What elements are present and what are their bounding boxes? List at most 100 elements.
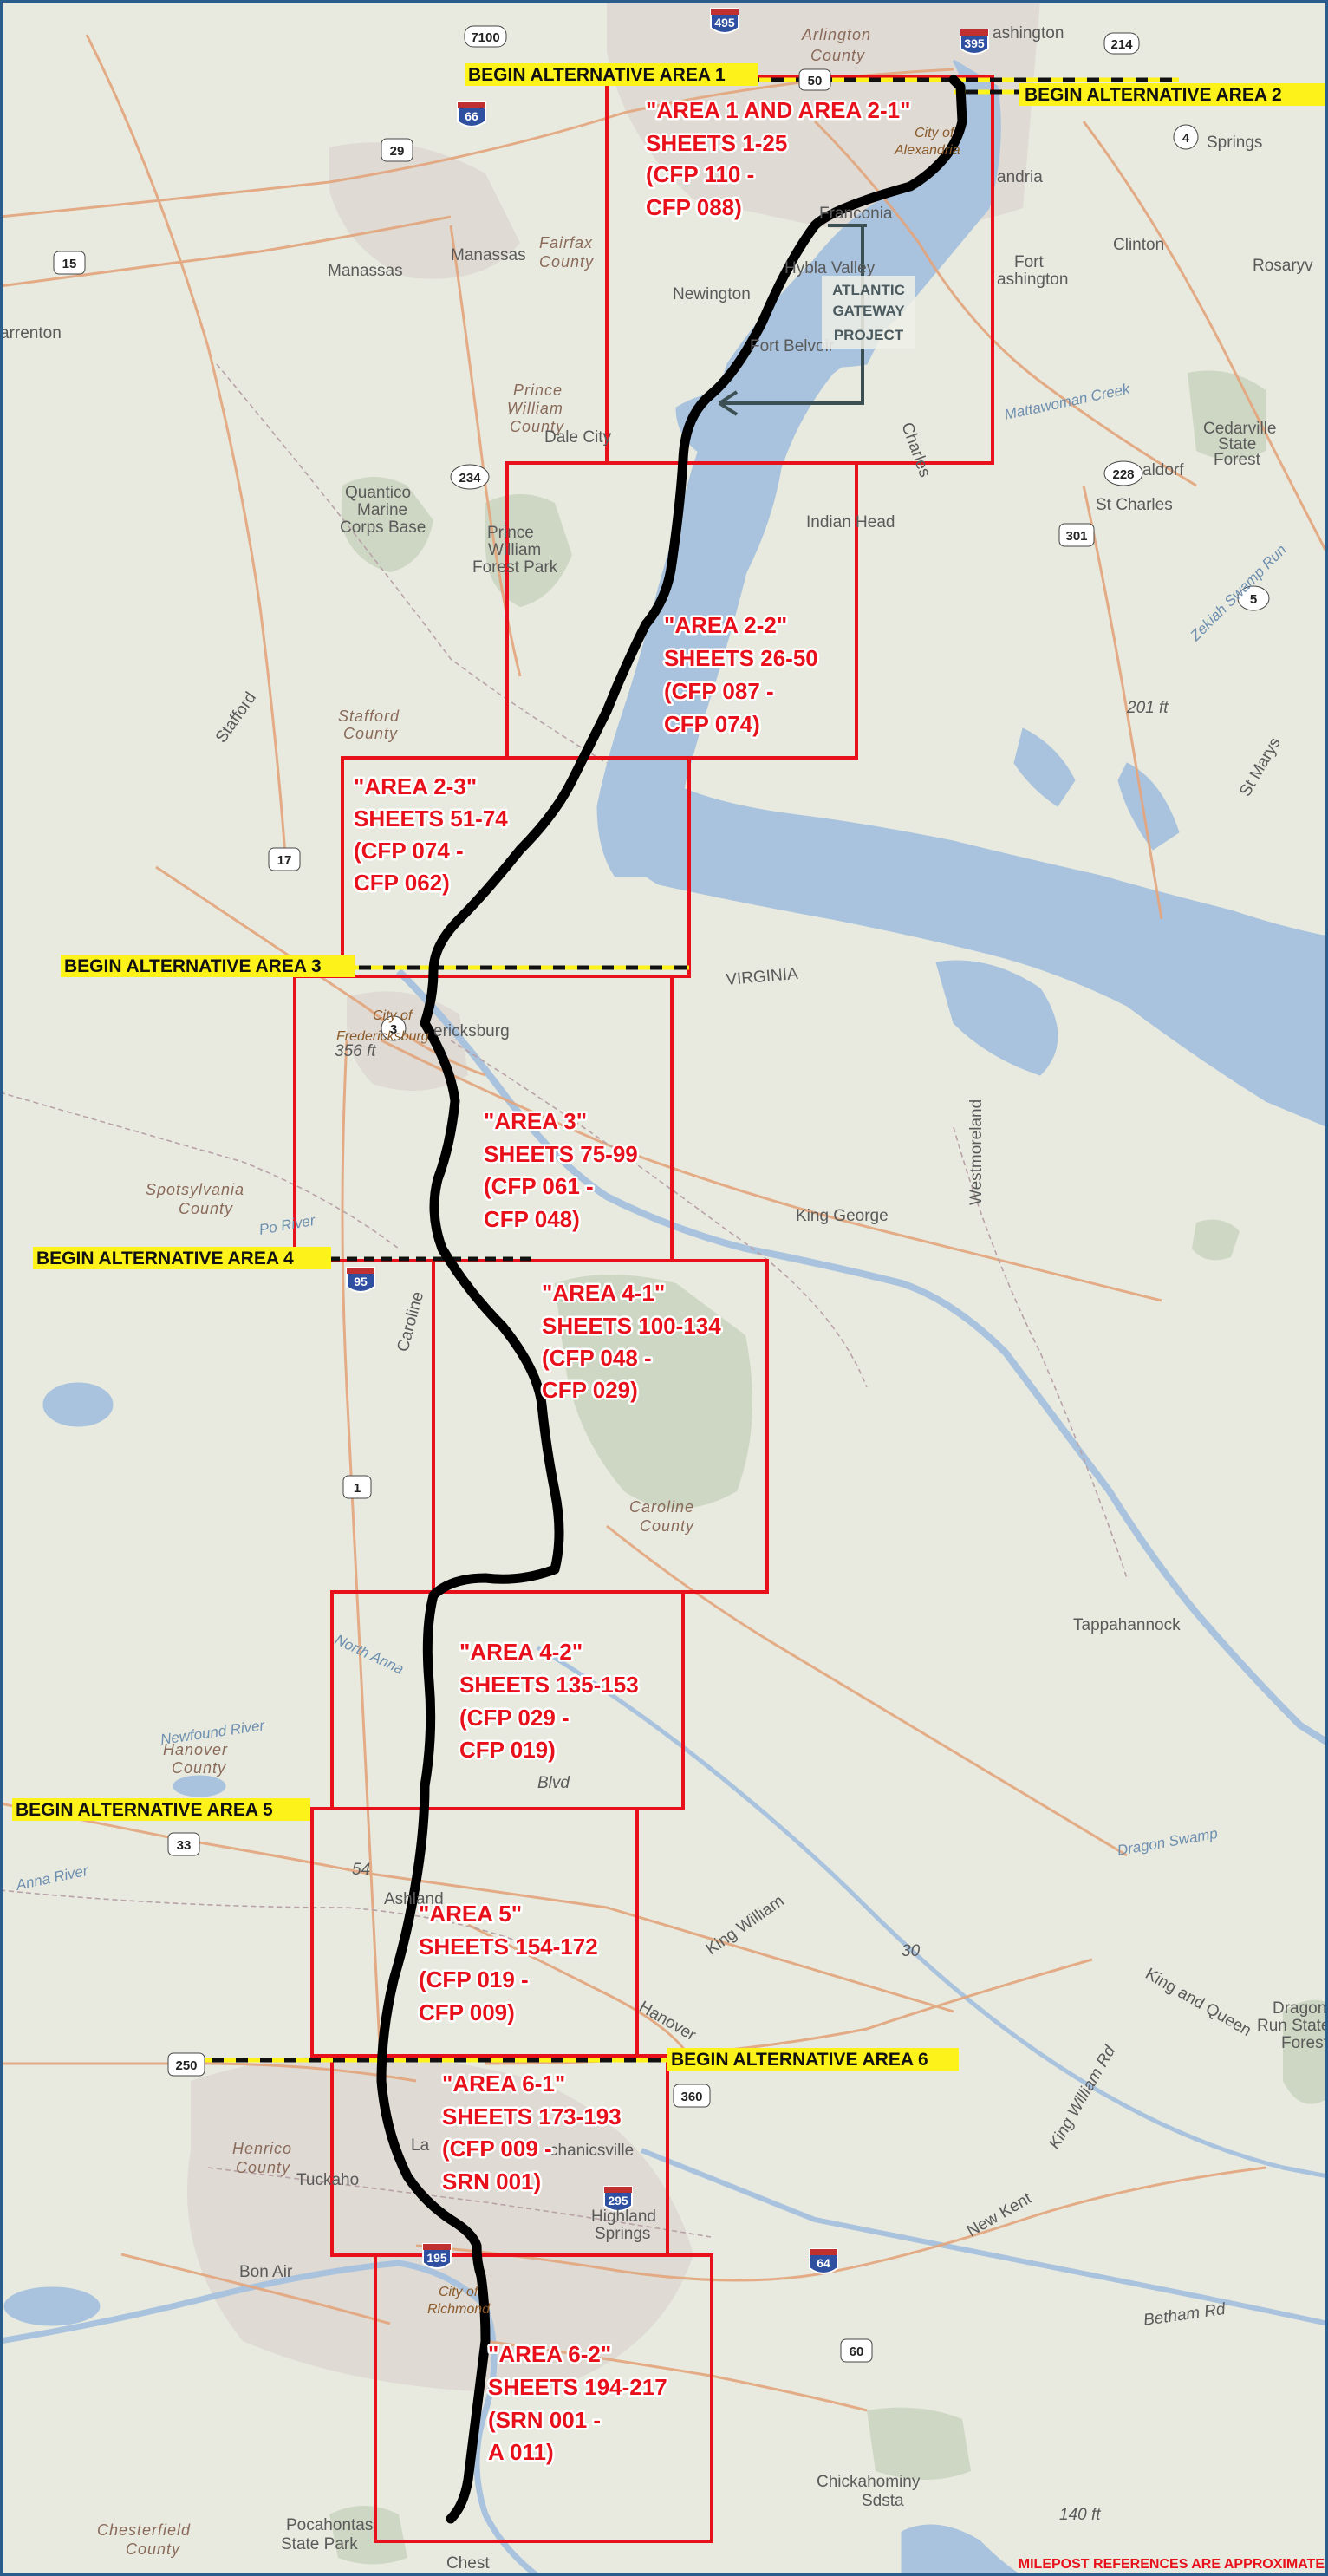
label-richmond-2: Richmond: [427, 2302, 491, 2317]
lake-west: [42, 1382, 114, 1427]
svg-text:234: 234: [459, 471, 481, 486]
svg-text:95: 95: [354, 1275, 368, 1288]
shield-301: 301: [1058, 523, 1095, 547]
svg-text:29: 29: [390, 144, 405, 159]
svg-text:66: 66: [465, 109, 478, 123]
road-i66: [0, 68, 954, 218]
svg-text:"AREA 2-3": "AREA 2-3": [354, 773, 477, 799]
label-quantico-2: Marine: [357, 501, 407, 519]
label-dragon-3: Forest: [1281, 2034, 1328, 2052]
label-st-charles: St Charles: [1096, 496, 1173, 514]
svg-text:495: 495: [714, 16, 735, 29]
svg-text:301: 301: [1065, 529, 1087, 544]
label-caroline-1: Caroline: [629, 1498, 694, 1516]
richmond-urban: [187, 2055, 693, 2393]
label-ashland: Ashland: [384, 1890, 444, 1908]
svg-text:"AREA 5": "AREA 5": [419, 1901, 522, 1927]
svg-text:SHEETS 75-99: SHEETS 75-99: [484, 1141, 638, 1167]
label-clinton: Clinton: [1113, 236, 1164, 254]
potomac-cove: [935, 960, 1058, 1076]
label-quantico-3: Corps Base: [340, 518, 426, 537]
label-54: 54: [352, 1861, 370, 1879]
area-label-6-2: "AREA 6-2" SHEETS 194-217 (SRN 001 - A 0…: [486, 2339, 670, 2468]
area-label-6-1: "AREA 6-1" SHEETS 173-193 (CFP 009 - SRN…: [440, 2069, 624, 2197]
svg-text:195: 195: [426, 2251, 447, 2265]
svg-text:"AREA 6-1": "AREA 6-1": [442, 2071, 565, 2097]
shield-50: 50: [798, 68, 831, 91]
svg-text:CFP 062): CFP 062): [354, 870, 450, 896]
svg-text:360: 360: [680, 2090, 702, 2104]
road-33: [0, 1802, 954, 2013]
rappahannock-river: [396, 968, 1328, 1746]
shield-360: 360: [673, 2084, 711, 2108]
label-fort-wash-2: ashington: [997, 271, 1068, 289]
project-route: [376, 75, 967, 2524]
gateway-arrow: [718, 390, 739, 416]
area-label-4-2: "AREA 4-2" SHEETS 135-153 (CFP 029 - CFP…: [458, 1637, 641, 1765]
label-alexandria-2: Alexandria: [894, 143, 960, 158]
svg-text:(CFP 019 -: (CFP 019 -: [419, 1966, 529, 1992]
shield-228: 228: [1103, 460, 1143, 486]
label-indian-head: Indian Head: [806, 513, 895, 532]
svg-text:(CFP 110 -: (CFP 110 -: [646, 161, 754, 187]
area-label-1-2-1: "AREA 1 AND AREA 2-1" SHEETS 1-25 (CFP 1…: [644, 95, 913, 223]
shield-250: 250: [167, 2052, 205, 2077]
svg-text:"AREA 4-2": "AREA 4-2": [459, 1639, 583, 1665]
road-1: [341, 1040, 383, 2082]
road-60: [485, 2339, 868, 2412]
label-140ft: 140 ft: [1059, 2506, 1101, 2524]
label-chickahominy-1: Chickahominy: [817, 2473, 921, 2491]
svg-text:"AREA 1 AND AREA 2-1": "AREA 1 AND AREA 2-1": [646, 97, 910, 123]
shield-29: 29: [381, 138, 413, 162]
label-fred-1: City of: [373, 1008, 413, 1023]
shield-33: 33: [167, 1832, 200, 1856]
chickahominy-lake: [901, 2524, 1024, 2576]
alt-6-label: BEGIN ALTERNATIVE AREA 6: [671, 2050, 928, 2070]
alt-6-bg: [667, 2048, 959, 2071]
road-210: [813, 120, 1197, 487]
label-stafford-2: County: [343, 725, 398, 742]
potomac-creek: [1013, 727, 1076, 807]
svg-text:(CFP 048 -: (CFP 048 -: [542, 1345, 652, 1371]
label-arrenton: arrenton: [0, 324, 62, 342]
county-line-spotsy: [0, 1092, 400, 1249]
svg-text:CFP 074): CFP 074): [664, 711, 760, 737]
svg-text:SRN 001): SRN 001): [442, 2168, 541, 2194]
label-chesterfield-1: Chesterfield: [97, 2521, 191, 2539]
label-dragon-1: Dragon: [1273, 1999, 1326, 2018]
alt-1-bg: [465, 63, 758, 86]
label-tappahannock: Tappahannock: [1073, 1616, 1181, 1634]
svg-text:33: 33: [177, 1838, 192, 1853]
label-chickahominy-2: Sdsta: [862, 2492, 904, 2510]
alternative-labels: BEGIN ALTERNATIVE AREA 1 BEGIN ALTERNATI…: [12, 63, 1325, 2071]
alt-1-label: BEGIN ALTERNATIVE AREA 1: [468, 65, 726, 85]
svg-text:SHEETS 135-153: SHEETS 135-153: [459, 1672, 639, 1698]
label-waldorf: aldorf: [1142, 461, 1184, 479]
potomac-inlet: [1117, 762, 1180, 851]
svg-text:SHEETS 100-134: SHEETS 100-134: [542, 1313, 721, 1339]
area-label-4-1: "AREA 4-1" SHEETS 100-134 (CFP 048 - CFP…: [540, 1278, 724, 1405]
label-chesterfield-2: County: [126, 2540, 180, 2558]
svg-text:228: 228: [1112, 467, 1134, 482]
label-alexandria-1: City of: [915, 126, 955, 140]
manassas-urban: [329, 142, 520, 279]
dragon-run-forest: [1283, 1999, 1328, 2104]
label-fairfax-2: County: [539, 253, 594, 271]
label-westmoreland: Westmoreland: [967, 1099, 986, 1205]
swift-creek-reservoir: [3, 2286, 101, 2326]
road-bonair: [120, 2253, 391, 2325]
label-andria: andria: [997, 168, 1043, 186]
label-henrico-1: Henrico: [232, 2140, 292, 2157]
label-dragon-2: Run State: [1257, 2017, 1328, 2035]
label-arlington: Arlington: [801, 26, 871, 43]
shield-1: 1: [342, 1475, 372, 1499]
label-dale-city: Dale City: [544, 428, 612, 447]
label-ericksburg: ericksburg: [433, 1022, 510, 1040]
area-labels: "AREA 1 AND AREA 2-1" SHEETS 1-25 (CFP 1…: [352, 95, 913, 2468]
area-label-3: "AREA 3" SHEETS 75-99 (CFP 061 - CFP 048…: [482, 1106, 641, 1235]
svg-text:(CFP 061 -: (CFP 061 -: [484, 1173, 594, 1199]
label-201ft: 201 ft: [1126, 699, 1169, 717]
svg-text:"AREA 2-2": "AREA 2-2": [664, 612, 787, 638]
label-fort-belvoir: Fort Belvoir: [750, 337, 835, 355]
